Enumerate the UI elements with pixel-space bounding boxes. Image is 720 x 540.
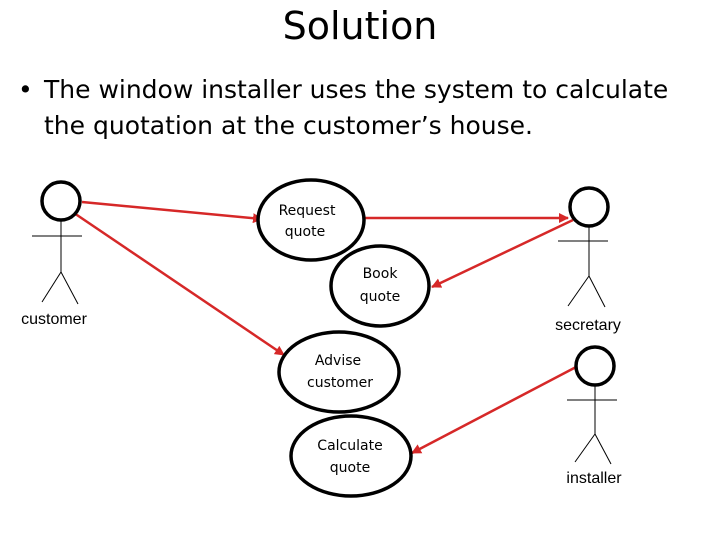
use-case-request-quote-ellipse: [256, 178, 366, 262]
customer-left-leg-icon: [41, 271, 62, 303]
use-case-book-quote: Book quote: [329, 244, 431, 328]
installer-head-icon: [574, 345, 616, 387]
use-case-calculate-quote: Calculate quote: [289, 414, 413, 498]
use-case-advise-customer-line-2: customer: [307, 375, 373, 391]
bullet-point: • The window installer uses the system t…: [18, 72, 708, 144]
use-case-advise-customer: Advise customer: [277, 330, 401, 414]
actor-label-secretary: secretary: [555, 317, 621, 334]
secretary-head-icon: [568, 186, 610, 228]
actor-label-installer: installer: [566, 470, 622, 487]
use-case-advise-customer-ellipse: [277, 330, 401, 414]
bullet-marker: •: [18, 75, 33, 104]
bullet-text: The window installer uses the system to …: [44, 75, 669, 140]
use-case-calculate-quote-line-2: quote: [330, 460, 370, 476]
use-case-book-quote-ellipse: [329, 244, 431, 328]
association-secretary-book-quote: [431, 218, 574, 289]
use-case-calculate-quote-line-1: Calculate: [317, 438, 382, 454]
association-installer-calculate-quote: [411, 364, 579, 455]
association-customer-request-quote: [81, 200, 263, 224]
use-case-book-quote-line-1: Book: [363, 266, 399, 282]
association-lines: [73, 200, 579, 455]
use-case-request-quote-line-1: Request: [279, 203, 336, 219]
actor-installer: installer: [566, 345, 622, 487]
actor-label-customer: customer: [21, 311, 87, 328]
use-case-advise-customer-line-1: Advise: [315, 353, 361, 369]
installer-left-leg-icon: [574, 433, 596, 463]
use-case-calculate-quote-ellipse: [289, 414, 413, 498]
secretary-right-leg-icon: [588, 275, 606, 308]
use-case-book-quote-line-2: quote: [360, 289, 400, 305]
association-customer-advise-customer: [73, 211, 285, 357]
actor-customer: customer: [21, 180, 88, 328]
installer-right-leg-icon: [594, 433, 612, 465]
actor-secretary: secretary: [555, 186, 621, 334]
use-case-request-quote-line-2: quote: [285, 224, 325, 240]
use-case-request-quote: Request quote: [256, 178, 366, 262]
secretary-left-leg-icon: [567, 275, 590, 307]
slide-title: Solution: [282, 4, 438, 48]
customer-head-icon: [40, 180, 82, 222]
customer-right-leg-icon: [60, 271, 79, 305]
